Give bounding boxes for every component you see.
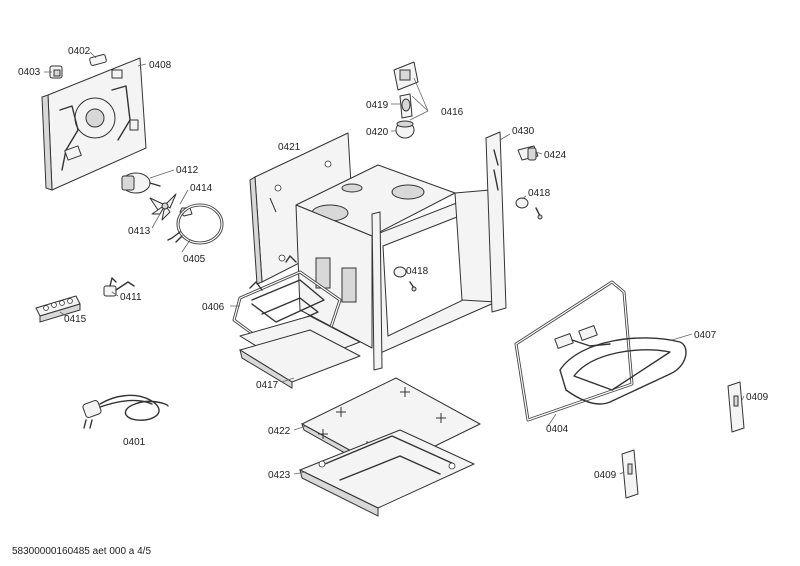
bracket-upper-part	[727, 381, 745, 433]
small-bracket-part	[89, 54, 107, 66]
thermostat-knob-part	[393, 61, 419, 91]
label-0420: 0420	[366, 127, 389, 138]
thermostat-sensor-part	[399, 93, 413, 119]
label-0422: 0422	[268, 426, 291, 437]
label-0419: 0419	[366, 100, 389, 111]
thermostat-cap-part	[395, 120, 415, 139]
label-0408: 0408	[149, 60, 172, 71]
label-0421: 0421	[278, 142, 301, 153]
label-0412: 0412	[176, 165, 199, 176]
clip-part	[49, 65, 63, 79]
base-tray-part	[299, 429, 475, 517]
label-0418-center: 0418	[406, 266, 429, 277]
label-0414: 0414	[190, 183, 213, 194]
label-0415: 0415	[64, 314, 87, 325]
label-0404: 0404	[546, 424, 569, 435]
label-0430: 0430	[512, 126, 535, 137]
latch-part	[517, 145, 539, 161]
part-labels: 0401 0402 0403 0404 0405 0406 0407 0408 …	[18, 46, 769, 481]
label-0407: 0407	[694, 330, 717, 341]
label-0409-lower: 0409	[594, 470, 617, 481]
label-0402: 0402	[68, 46, 91, 57]
label-0405: 0405	[183, 254, 206, 265]
label-0406: 0406	[202, 302, 225, 313]
label-0411: 0411	[120, 292, 142, 303]
power-cable-part	[82, 394, 169, 429]
label-0413: 0413	[128, 226, 151, 237]
label-0417: 0417	[256, 380, 279, 391]
lamp-socket-lower-part	[393, 266, 417, 292]
rear-panel-part	[41, 57, 147, 191]
label-0401: 0401	[123, 437, 146, 448]
upright-rail-part	[485, 131, 507, 313]
fan-blade-part	[149, 193, 177, 221]
label-0423: 0423	[268, 470, 291, 481]
label-0409-upper: 0409	[746, 392, 769, 403]
lamp-socket-upper-part	[515, 197, 543, 220]
label-0403: 0403	[18, 67, 41, 78]
oven-cavity-part	[295, 164, 497, 371]
grill-element-part	[514, 280, 687, 422]
document-footer: 58300000160485 aet 000 a 4/5	[12, 546, 151, 557]
terminal-block-part	[35, 295, 81, 323]
fan-motor-part	[121, 172, 161, 194]
insulation-tray-part	[239, 315, 361, 389]
circular-heater-part	[167, 203, 224, 245]
label-0418-right: 0418	[528, 188, 551, 199]
label-0424: 0424	[544, 150, 567, 161]
label-0416: 0416	[441, 107, 464, 118]
switch-part	[103, 277, 135, 297]
leader-lines	[44, 51, 745, 475]
bracket-lower-part	[621, 449, 639, 499]
